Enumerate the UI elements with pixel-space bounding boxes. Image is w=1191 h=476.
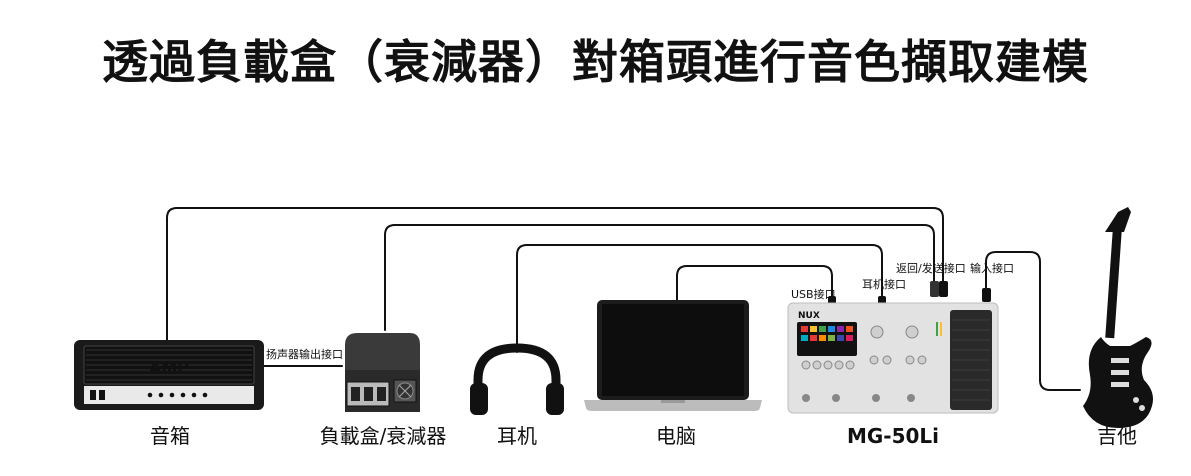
guitar-label: 吉他 [1097, 424, 1137, 448]
amp-head: AMP [74, 340, 264, 410]
load-box [345, 333, 420, 412]
headphone-port-label: 耳机接口 [862, 277, 906, 291]
cable-amp-to-send [166, 207, 944, 346]
jack-plugs [828, 281, 991, 306]
processor-label: MG-50Li [847, 424, 939, 448]
processor-brand: NUX [798, 311, 820, 321]
input-port-label: 输入接口 [970, 261, 1014, 275]
processor-screen-blocks [801, 326, 853, 341]
cable-laptop-usb [676, 265, 833, 303]
laptop-label: 电脑 [656, 424, 696, 448]
return-send-port-label: 返回/发送接口 [896, 261, 966, 275]
loadbox-label: 負載盒/衰減器 [320, 424, 447, 448]
amp-label: 音箱 [150, 424, 190, 448]
speaker-out-label: 扬声器输出接口 [266, 347, 343, 361]
laptop-icon [584, 300, 762, 411]
cable-headphones-to-processor [516, 244, 883, 353]
headphones-label: 耳机 [497, 424, 537, 448]
amp-panel-text: AMP [149, 358, 189, 377]
mg50li-processor: NUX [787, 302, 999, 414]
page-title: 透過負載盒（衰減器）對箱頭進行音色擷取建模 [102, 35, 1089, 89]
cable-loadbox-to-return [384, 224, 935, 331]
headphones-icon [470, 343, 564, 415]
usb-port-label: USB接口 [791, 288, 836, 301]
electric-guitar-icon [1083, 207, 1153, 428]
cable-guitar-input [985, 251, 1081, 391]
